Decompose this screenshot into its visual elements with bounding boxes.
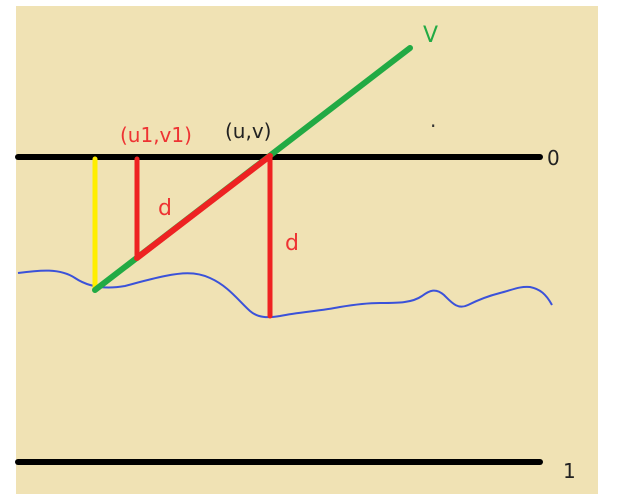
label-u1v1: (u1,v1) — [120, 123, 192, 147]
red-ray-segment — [134, 153, 273, 261]
surface-curve — [17, 269, 553, 319]
background-panel — [16, 6, 598, 494]
label-uv: (u,v) — [225, 119, 271, 143]
label-d-right: d — [285, 231, 299, 256]
label-zero: 0 — [547, 146, 560, 170]
label-v: V — [423, 23, 438, 48]
label-one: 1 — [563, 459, 576, 483]
label-d-left: d — [158, 196, 172, 221]
stray-dot: . — [430, 108, 436, 132]
